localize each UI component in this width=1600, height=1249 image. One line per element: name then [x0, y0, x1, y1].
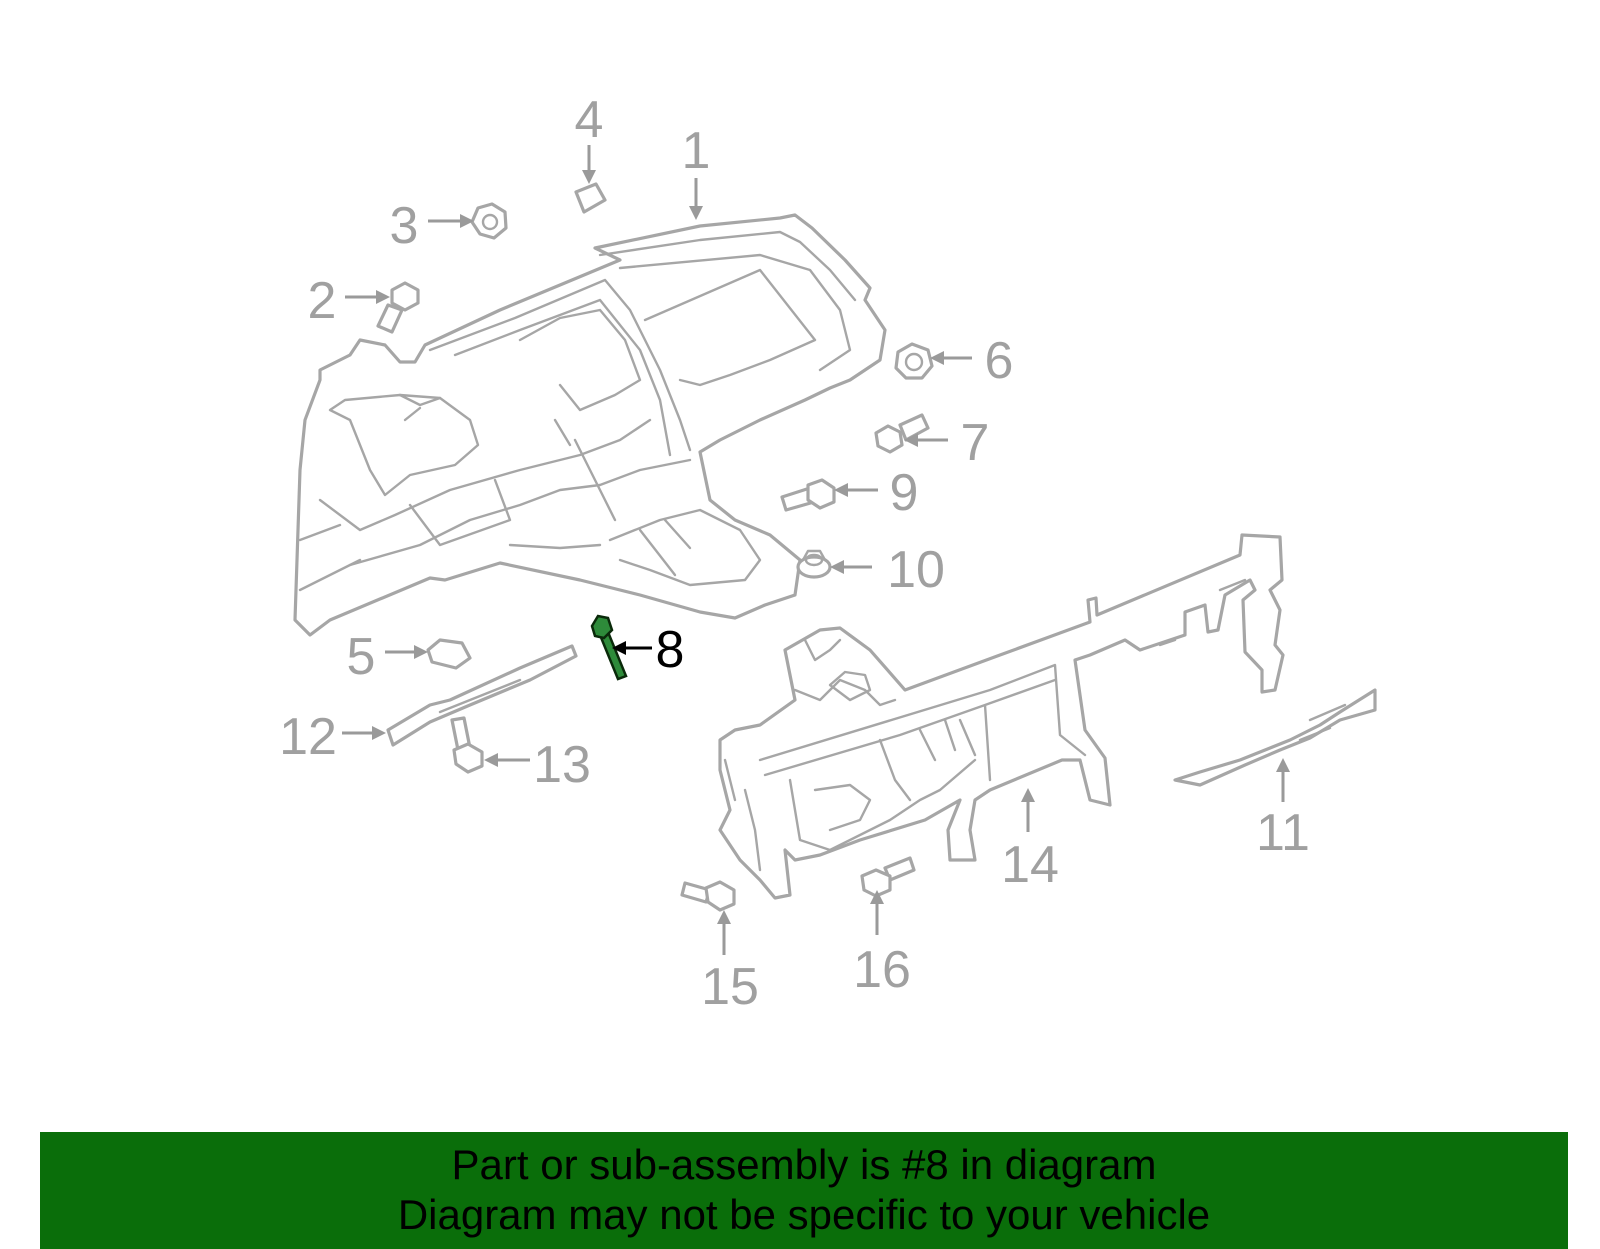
callout-9: 9 [890, 464, 919, 522]
callout-12: 12 [279, 708, 337, 766]
banner-part-note: Part or sub-assembly is #8 in diagram [451, 1141, 1157, 1188]
cross-car-beam-part-14 [718, 533, 1285, 900]
callout-10: 10 [887, 541, 945, 599]
nut-part-10 [796, 549, 832, 579]
bolt-part-15 [680, 880, 736, 912]
callout-5: 5 [347, 628, 376, 686]
callout-1: 1 [682, 122, 711, 180]
bolt-part-16 [860, 856, 916, 898]
info-banner: Part or sub-assembly is #8 in diagram Di… [40, 1132, 1568, 1249]
callout-11: 11 [1256, 804, 1310, 862]
instrument-panel-part-1 [293, 213, 887, 637]
callout-8: 8 [656, 621, 685, 679]
callout-3: 3 [390, 197, 419, 255]
callout-14: 14 [1001, 836, 1059, 894]
callout-labels: 1 2 3 4 5 6 7 8 9 10 11 12 13 14 15 16 [279, 91, 1310, 1016]
clip-part-4 [574, 182, 607, 214]
bolt-part-8-highlighted [590, 614, 628, 681]
callout-2: 2 [308, 272, 337, 330]
bolt-part-7 [874, 413, 930, 454]
callout-4: 4 [575, 91, 604, 149]
callout-16: 16 [853, 941, 911, 999]
callout-6: 6 [985, 332, 1014, 390]
callout-arrows [342, 145, 1290, 955]
bolt-part-2 [376, 281, 420, 334]
callout-15: 15 [701, 958, 759, 1016]
bracket-part-12 [386, 644, 578, 747]
pad-part-5 [426, 638, 472, 670]
bolt-part-13 [450, 716, 484, 774]
banner-disclaimer: Diagram may not be specific to your vehi… [397, 1191, 1211, 1238]
bolt-part-9 [780, 478, 836, 512]
parts-diagram: 1 2 3 4 5 6 7 8 9 10 11 12 13 14 15 16 [279, 91, 1377, 1016]
callout-13: 13 [533, 736, 591, 794]
nut-part-3 [470, 202, 508, 240]
bracket-part-11 [1173, 688, 1377, 787]
callout-7: 7 [961, 414, 990, 472]
nut-part-6 [894, 342, 934, 380]
